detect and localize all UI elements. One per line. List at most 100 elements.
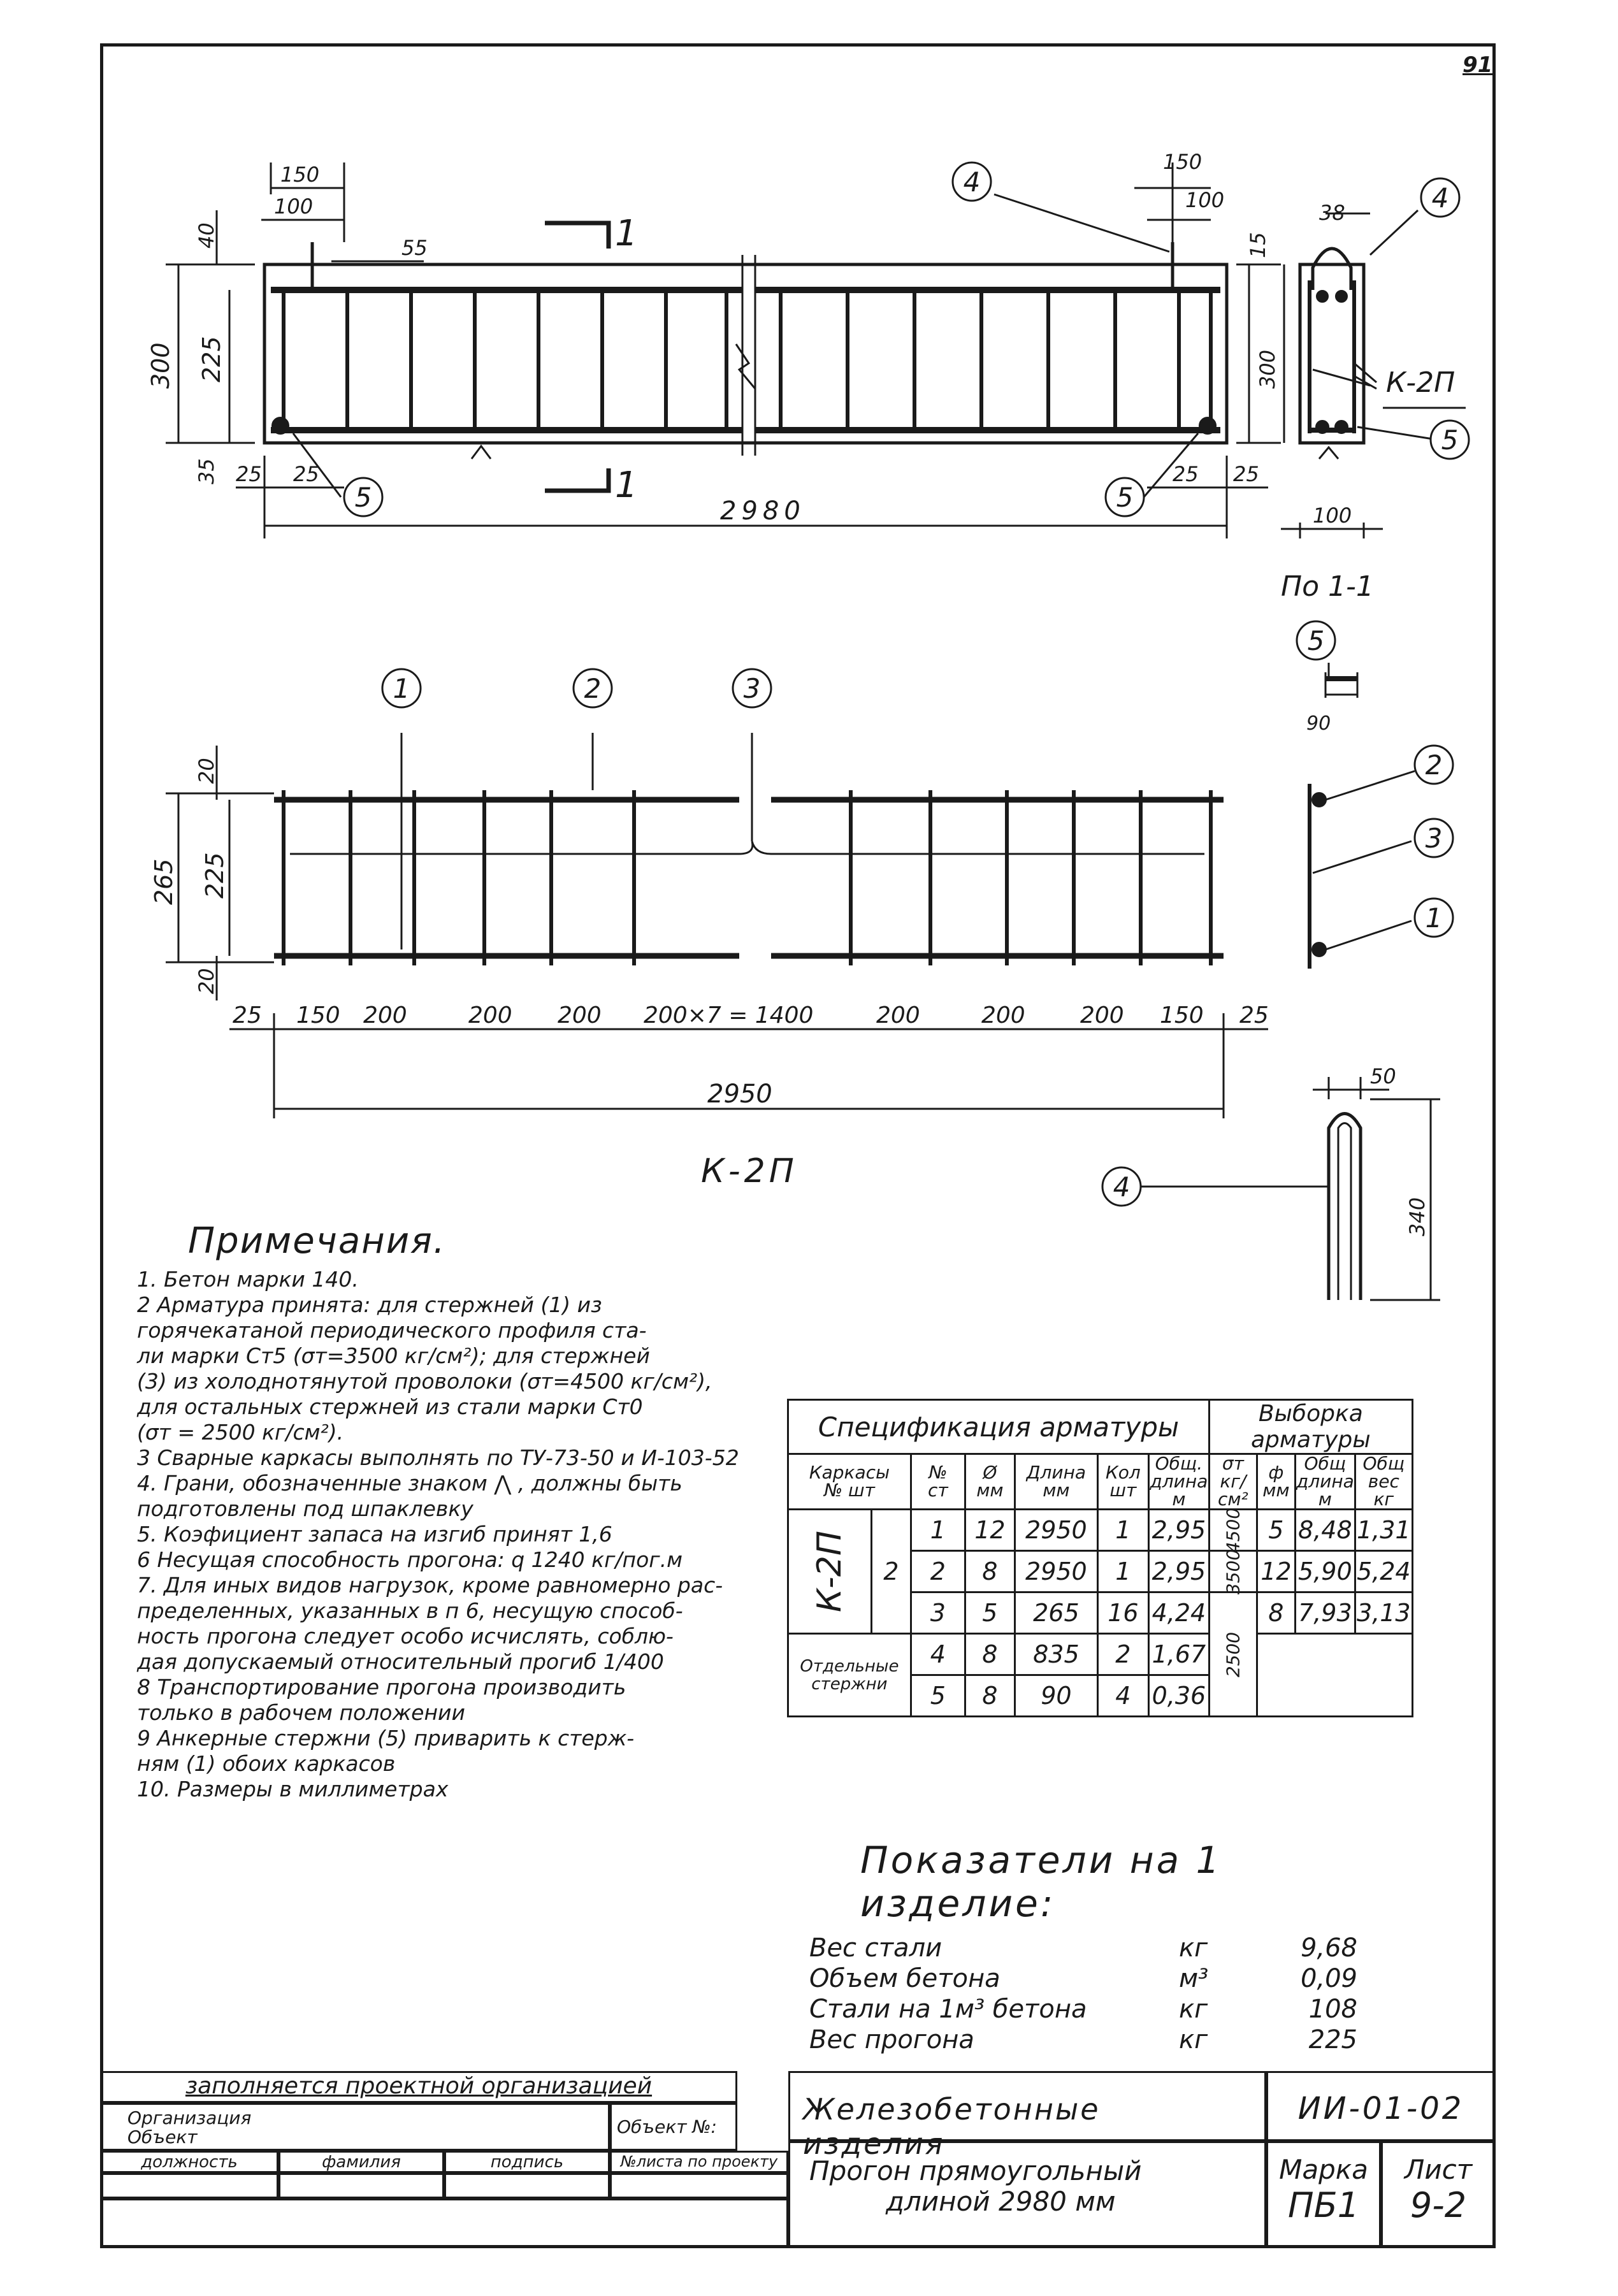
selection-title: Выборка арматуры xyxy=(1208,1399,1413,1455)
row-5-total: 0,36 xyxy=(1147,1674,1210,1717)
sel-3-d: 8 xyxy=(1255,1591,1296,1635)
note-line: 8 Транспортирование прогона производить xyxy=(137,1675,626,1700)
stamp-sheet-no: №листа по проекту xyxy=(610,2151,788,2173)
note-line: дая допускаемый относительный прогиб 1/4… xyxy=(137,1649,664,1674)
stamp-blank xyxy=(100,2199,788,2248)
callout-5-bar: 5 xyxy=(1308,625,1325,656)
row-4-d: 8 xyxy=(964,1633,1016,1676)
row-1-d: 12 xyxy=(964,1508,1016,1552)
notes-title: Примечания. xyxy=(188,1220,446,1262)
chain-2: 200 xyxy=(363,1002,407,1029)
callout-5-right: 5 xyxy=(1116,482,1134,513)
dim-2980: 2980 xyxy=(720,496,805,526)
section-mark-top: 1 xyxy=(615,213,638,254)
row-1-no: 1 xyxy=(909,1508,966,1552)
dim-150-left: 150 xyxy=(280,162,319,187)
row-3-qty: 16 xyxy=(1096,1591,1150,1635)
row-3-d: 5 xyxy=(964,1591,1016,1635)
stamp-series: ИИ-01-02 xyxy=(1266,2071,1496,2141)
row-4-no: 4 xyxy=(909,1633,966,1676)
dim-300-left: 300 xyxy=(147,342,175,389)
dim-90: 90 xyxy=(1306,712,1331,735)
callout-3-side: 3 xyxy=(1426,823,1443,854)
dim-100-section: 100 xyxy=(1313,503,1352,528)
note-line: 9 Анкерные стержни (5) приварить к стерж… xyxy=(137,1726,635,1751)
page-number: 91 xyxy=(1463,52,1493,78)
dim-100-right: 100 xyxy=(1185,188,1224,212)
frame-name: К-2П xyxy=(701,1152,798,1190)
chain-0: 25 xyxy=(233,1002,262,1029)
row-4-len: 835 xyxy=(1013,1633,1099,1676)
note-line: 4. Грани, обозначенные знаком ⋀ , должны… xyxy=(137,1471,683,1496)
stamp-filled-by: заполняется проектной организацией xyxy=(100,2071,737,2103)
row-2-d: 8 xyxy=(964,1550,1016,1593)
separate-bars: Отдельные стержни xyxy=(787,1633,912,1717)
callout-1-frame: 1 xyxy=(393,673,410,704)
cross-section xyxy=(1298,263,1366,445)
note-line: горячекатаной периодического профиля ста… xyxy=(137,1318,647,1343)
note-line: 10. Размеры в миллиметрах xyxy=(137,1777,449,1801)
title-block: заполняется проектной организацией Орган… xyxy=(100,2071,1496,2248)
chain-7: 200 xyxy=(981,1002,1025,1029)
row-1-len: 2950 xyxy=(1013,1508,1099,1552)
stamp-object-no: Объект №: xyxy=(610,2103,737,2151)
dim-20-top: 20 xyxy=(194,758,219,784)
dim-15: 15 xyxy=(1246,232,1270,258)
note-line: пределенных, указанных в п 6, несущую сп… xyxy=(137,1598,683,1623)
note-line: (σт = 2500 кг/см²). xyxy=(137,1420,344,1445)
row-5-len: 90 xyxy=(1013,1674,1099,1717)
row-2-no: 2 xyxy=(909,1550,966,1593)
callout-1-side: 1 xyxy=(1426,902,1443,934)
note-line: подготовлены под шпаклевку xyxy=(137,1496,473,1521)
dim-225-left: 225 xyxy=(198,336,226,382)
dim-50: 50 xyxy=(1370,1064,1396,1088)
note-line: 6 Несущая способность прогона: q 1240 кг… xyxy=(137,1547,683,1572)
row-2-total: 2,95 xyxy=(1147,1550,1210,1593)
dim-100-left: 100 xyxy=(274,194,313,219)
sel-2-len: 5,90 xyxy=(1294,1550,1356,1593)
stamp-blank xyxy=(610,2173,788,2199)
dim-25d: 25 xyxy=(1233,462,1259,486)
dim-340: 340 xyxy=(1405,1197,1429,1236)
note-line: 3 Сварные каркасы выполнять по ТУ-73-50 … xyxy=(137,1445,739,1470)
stamp-product-type: Железобетонные изделия xyxy=(788,2071,1266,2161)
spec-table: Спецификация арматуры Выборка арматуры К… xyxy=(787,1399,1413,1717)
notes-list: 1. Бетон марки 140. 2 Арматура принята: … xyxy=(137,1267,787,1802)
row-2-qty: 1 xyxy=(1096,1550,1150,1593)
chain-9: 150 xyxy=(1160,1002,1204,1029)
note-line: ность прогона следует особо исчислять, с… xyxy=(137,1624,674,1649)
section-mark-bottom: 1 xyxy=(615,465,638,506)
row-3-total: 4,24 xyxy=(1147,1591,1210,1635)
sel-3-sigma: 2500 xyxy=(1208,1591,1258,1717)
dim-25a: 25 xyxy=(236,462,262,486)
note-line: (3) из холоднотянутой проволоки (σт=4500… xyxy=(137,1369,712,1394)
row-3-len: 265 xyxy=(1013,1591,1099,1635)
dim-265: 265 xyxy=(150,858,178,905)
dim-38: 38 xyxy=(1319,201,1345,225)
k2p-section-label: К-2П xyxy=(1386,366,1455,399)
sel-1-d: 5 xyxy=(1255,1508,1296,1552)
sel-1-wt: 1,31 xyxy=(1354,1508,1413,1552)
callout-4-top: 4 xyxy=(964,166,981,198)
row-2-len: 2950 xyxy=(1013,1550,1099,1593)
note-line: 1. Бетон марки 140. xyxy=(137,1267,359,1292)
note-line: только в рабочем положении xyxy=(137,1700,465,1725)
callout-2-frame: 2 xyxy=(584,673,602,704)
dim-25b: 25 xyxy=(293,462,319,486)
sel-2-sigma: 3500 xyxy=(1208,1549,1258,1594)
sel-2-wt: 5,24 xyxy=(1354,1550,1413,1593)
chain-5: 200×7 = 1400 xyxy=(644,1002,813,1029)
